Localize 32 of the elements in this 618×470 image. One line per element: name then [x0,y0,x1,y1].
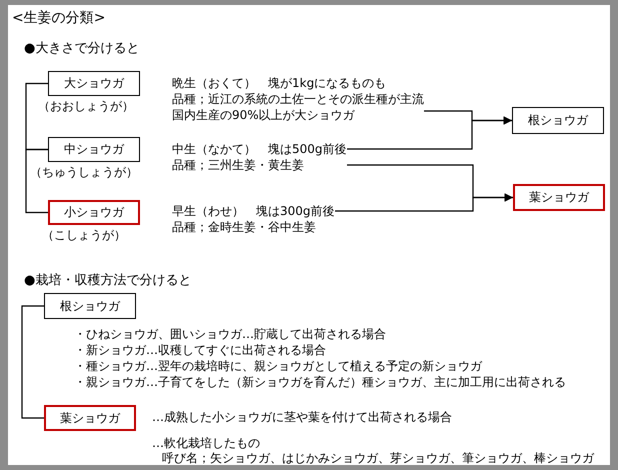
note-text: …軟化栽培したもの [152,436,260,451]
category-box: 葉ショウガ [44,405,136,431]
bullet-text: ・新ショウガ…収穫してすぐに出荷される場合 [74,343,326,358]
description-text: 品種；金時生姜・谷中生姜 [172,219,317,235]
category-box: 中ショウガ [48,137,140,162]
description-text: 品種；近江の系統の土佐一とその派生種が主流 [172,91,424,107]
bracket-line [25,82,48,150]
bullet-text: ・ひねショウガ、囲いショウガ…貯蔵して出荷される場合 [74,327,386,342]
category-box: 大ショウガ [48,71,140,96]
bullet-text: ・種ショウガ…翌年の栽培時に、親ショウガとして植える予定の新ショウガ [74,359,482,374]
reading-text: （おおしょうが） [38,98,134,114]
description-text: 国内生産の90%以上が大ショウガ [172,107,356,123]
section-heading: ●大きさで分けると [24,41,140,56]
category-box: 葉ショウガ [513,184,605,211]
description-text: 晩生（おくて） 塊が1kgになるものも [172,75,388,91]
category-box: 根ショウガ [44,293,136,319]
bracket-line [25,148,48,214]
note-text: …成熟した小ショウガに茎や葉を付けて出荷される場合 [152,410,452,425]
diagram-title: <生姜の分類> [12,9,106,27]
category-box: 小ショウガ [48,200,140,225]
description-text: 中生（なかて） 塊は500g前後 [172,141,347,157]
bracket-arrow [335,193,513,212]
bracket-line [21,305,44,419]
description-text: 早生（わせ） 塊は300g前後 [172,203,335,219]
category-box: 根ショウガ [512,107,604,134]
reading-text: （ちゅうしょうが） [30,164,138,180]
description-text: 品種；三州生姜・黄生姜 [172,157,305,173]
reading-text: （こしょうが） [42,227,126,243]
section-heading: ●栽培・収穫方法で分けると [24,273,192,288]
bullet-text: ・親ショウガ…子育てをした（新ショウガを育んだ）種ショウガ、主に加工用に出荷される [74,375,566,390]
bracket-arrow [347,116,512,150]
note-text: 呼び名；矢ショウガ、はじかみショウガ、芽ショウガ、筆ショウガ、棒ショウガ [162,451,594,466]
